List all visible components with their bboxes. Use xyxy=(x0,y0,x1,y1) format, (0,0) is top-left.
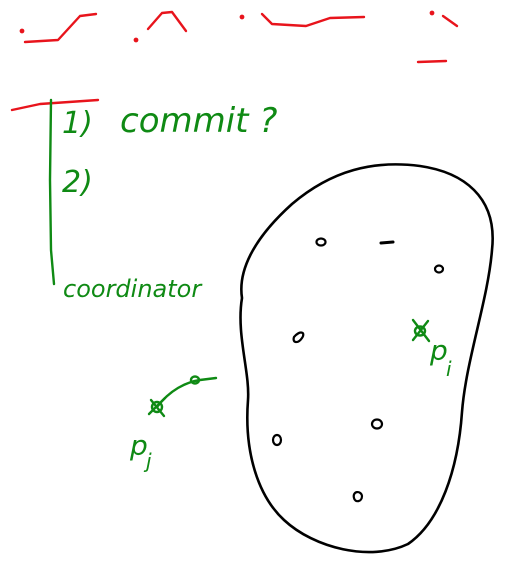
process-pj-link xyxy=(155,376,218,409)
process-pi-subscript: i xyxy=(446,357,452,381)
process-pj-link-end-node xyxy=(189,375,201,385)
process-node xyxy=(379,240,395,245)
process-pi-cross-icon xyxy=(411,318,431,343)
step-1-text: commit ? xyxy=(120,101,277,141)
red-stroke-3 xyxy=(260,12,366,28)
step-2-label: 2) xyxy=(62,165,93,200)
green-annotations: 1) commit ? 2) coordinator xyxy=(62,101,277,303)
red-dot-3 xyxy=(239,14,245,20)
process-pj-cross-icon xyxy=(147,396,167,418)
step-1-label: 1) xyxy=(62,106,93,141)
process-node xyxy=(370,418,384,430)
process-node xyxy=(315,237,327,247)
coordinator-bracket xyxy=(48,98,56,286)
red-dot-4 xyxy=(429,10,435,16)
process-node xyxy=(352,491,364,503)
process-group xyxy=(239,163,494,554)
process-node xyxy=(271,433,283,447)
red-stroke-5 xyxy=(416,59,448,64)
process-pj-label: p xyxy=(129,429,148,462)
red-top-strokes xyxy=(10,10,459,112)
process-group-outline xyxy=(239,163,494,554)
process-node xyxy=(292,331,305,344)
red-stroke-4 xyxy=(441,14,459,28)
process-node xyxy=(433,264,445,274)
red-stroke-1 xyxy=(23,12,98,44)
coordinator-label: coordinator xyxy=(63,275,203,303)
red-stroke-6 xyxy=(10,98,100,112)
process-pj: p j xyxy=(129,375,218,473)
red-dot-1 xyxy=(19,28,25,34)
process-nodes xyxy=(271,237,445,503)
red-dot-2 xyxy=(133,37,139,43)
red-stroke-2 xyxy=(146,10,188,33)
process-pj-node xyxy=(150,400,164,414)
process-pi-node xyxy=(413,325,427,337)
process-pj-subscript: j xyxy=(143,449,152,473)
process-pi-label: p xyxy=(429,334,448,367)
process-pi: p i xyxy=(411,318,452,381)
bracket-vertical-line xyxy=(48,98,56,286)
